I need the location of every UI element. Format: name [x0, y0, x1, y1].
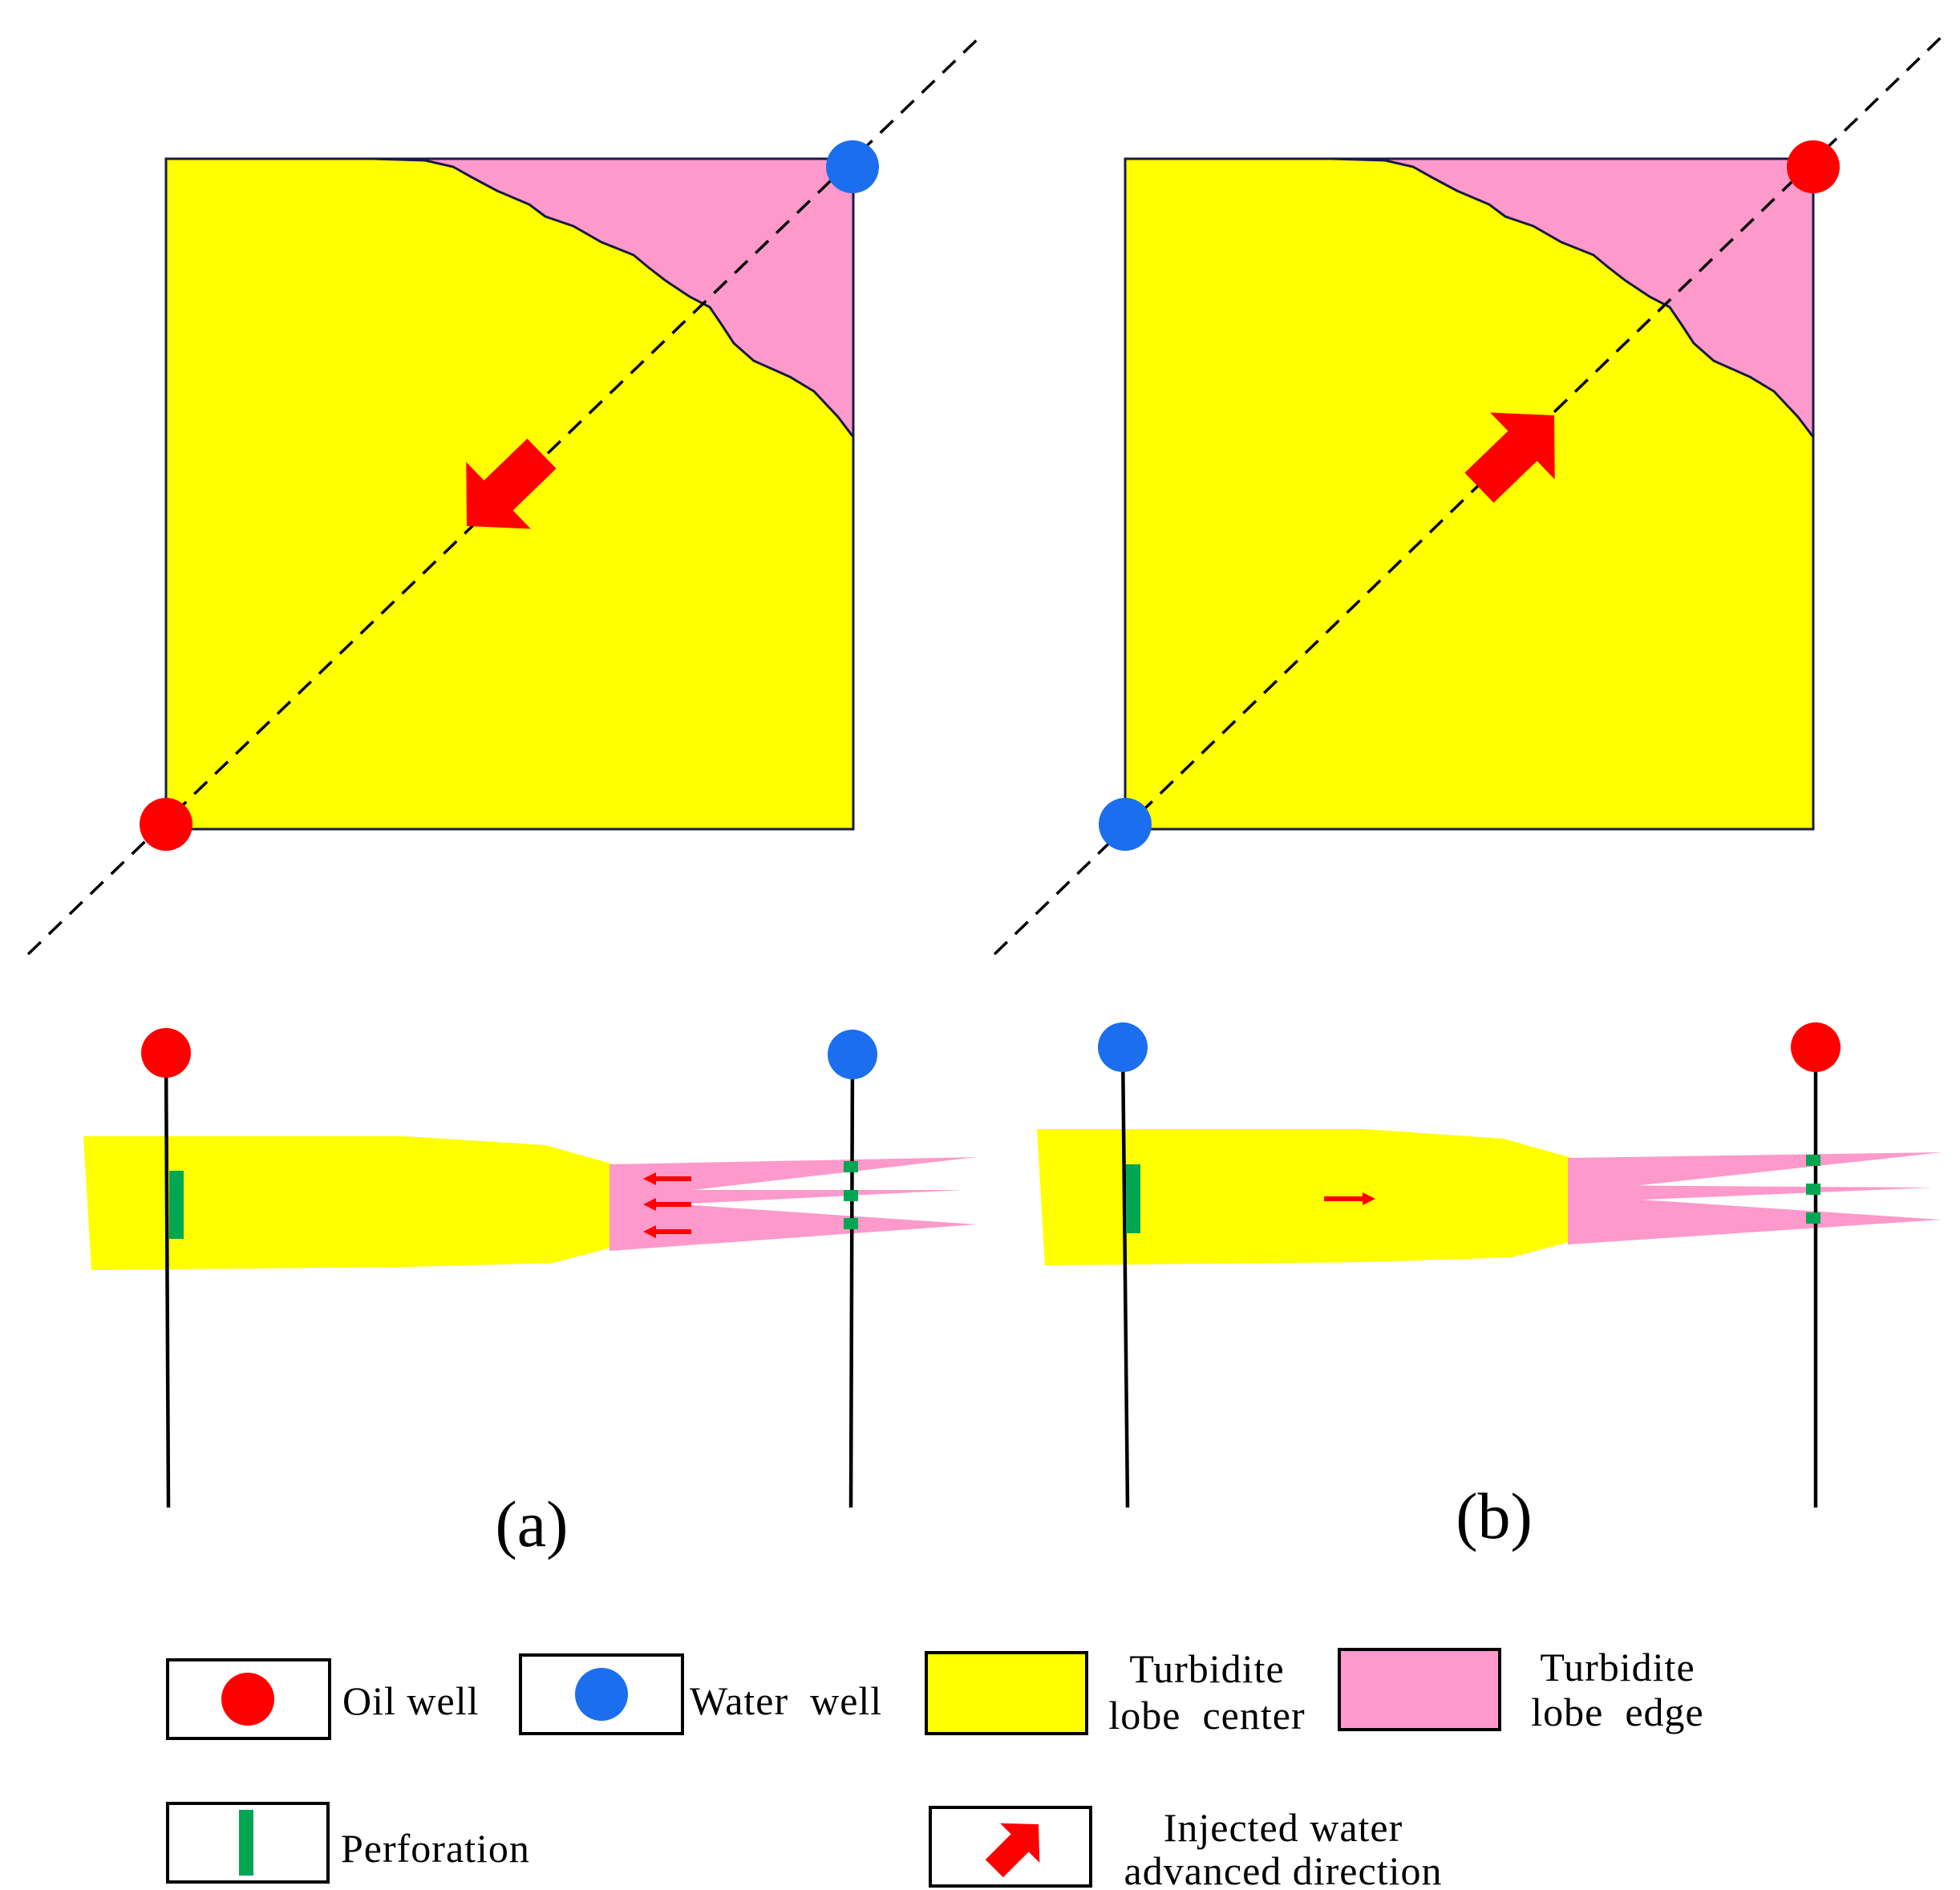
legend-injected-line2: advanced direction	[1124, 1848, 1443, 1890]
panel-a-water-well-bore	[848, 1054, 855, 1508]
panel-a-section-flow-arrows	[643, 1172, 691, 1238]
legend-oil-well-label: Oil well	[342, 1678, 479, 1723]
legend-lobe-edge-line2: lobe edge	[1531, 1690, 1703, 1734]
panel-a-section-lobe-edge	[609, 1157, 977, 1251]
legend-perforation-label: Perforation	[341, 1826, 530, 1871]
panel-b-section-lobe-edge	[1568, 1152, 1942, 1244]
panel-b-section-water-well-icon	[1098, 1022, 1148, 1072]
legend-lobe-center-line1: Turbidite	[1129, 1646, 1284, 1691]
lobe-edge-swatch	[1338, 1648, 1501, 1731]
panel-a-label: (a)	[495, 1487, 568, 1560]
panel-a-well-line	[26, 33, 984, 956]
panel-a-oil-well-perforation	[169, 1171, 184, 1239]
legend-injected-water: Injected water advanced direction	[929, 1804, 1443, 1890]
panel-b-label: (b)	[1456, 1479, 1533, 1552]
panel-b-map	[993, 33, 1946, 956]
panel-b-section-oil-well-icon	[1791, 1022, 1841, 1072]
panel-a-oil-well-bore	[164, 1051, 171, 1508]
legend-oil-well: Oil well	[166, 1658, 479, 1740]
panel-a-water-well-perforations	[844, 1161, 858, 1229]
legend-lobe-center-line2: lobe center	[1108, 1693, 1305, 1738]
panel-a-lobe-edge-area	[371, 157, 855, 441]
legend-lobe-edge: Turbidite lobe edge	[1338, 1645, 1703, 1734]
panel-b-water-well-icon	[1099, 798, 1152, 851]
panel-a-section: (a)	[83, 1028, 977, 1560]
legend-lobe-edge-line1: Turbidite	[1540, 1645, 1695, 1690]
panel-b-oil-well-perforations	[1806, 1155, 1820, 1224]
perforation-icon	[239, 1810, 253, 1876]
legend-water-well-label: Water well	[690, 1678, 882, 1723]
panel-b-section-flow-arrow	[1324, 1192, 1375, 1205]
panel-b-lobe-edge-area	[1330, 157, 1815, 441]
legend-injected-line1: Injected water	[1164, 1805, 1403, 1850]
panel-a-section-oil-well-icon	[141, 1028, 191, 1078]
legend-perforation: Perforation	[166, 1802, 530, 1884]
lobe-center-swatch	[925, 1651, 1088, 1735]
panel-b-section-lobe-center	[1037, 1129, 1572, 1265]
panel-a-section-water-well-icon	[828, 1030, 877, 1079]
legend-lobe-center: Turbidite lobe center	[925, 1646, 1305, 1738]
panel-b-water-well-perforation	[1126, 1164, 1140, 1233]
panel-a-section-lobe-center	[83, 1136, 614, 1270]
oil-well-icon	[221, 1673, 274, 1726]
panel-b-well-line	[993, 33, 1946, 956]
water-well-icon	[575, 1668, 628, 1721]
panel-a-water-well-icon	[826, 140, 879, 193]
panel-b-water-well-bore	[1120, 1046, 1130, 1508]
legend-water-well: Water well	[519, 1653, 882, 1735]
legend: Oil well Water well Turbidite lobe cente…	[166, 1645, 1703, 1890]
panel-a-map	[26, 33, 984, 956]
panel-b-section: (b)	[1037, 1022, 1942, 1552]
panel-b-oil-well-icon	[1787, 140, 1840, 193]
panel-a-oil-well-icon	[140, 798, 192, 851]
